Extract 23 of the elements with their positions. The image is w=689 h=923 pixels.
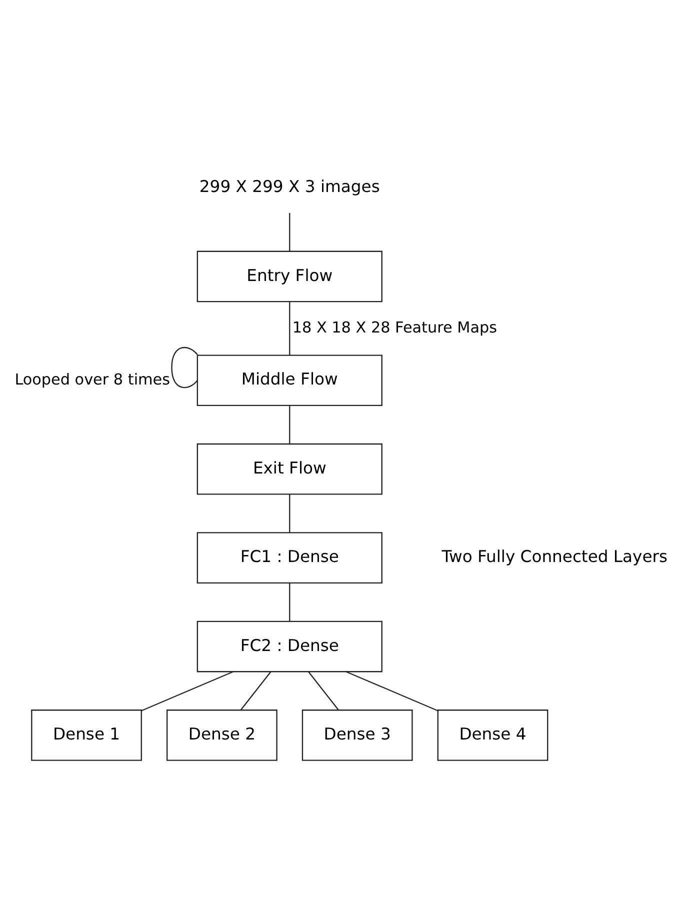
node-box: FC2 : Dense: [196, 620, 382, 672]
edge-label: Looped over 8 times: [14, 370, 170, 388]
edge-label: 18 X 18 X 28 Feature Maps: [292, 318, 498, 336]
connector: [289, 406, 290, 444]
connector: [171, 347, 198, 388]
connector: [141, 671, 234, 712]
node-box: Dense 1: [31, 710, 142, 761]
node-box: Dense 4: [437, 710, 548, 761]
connector: [289, 302, 290, 355]
node-box: FC1 : Dense: [196, 532, 382, 584]
connector: [289, 213, 290, 252]
connector: [289, 494, 290, 533]
node-box: Exit Flow: [196, 443, 382, 495]
connector: [346, 671, 438, 712]
node-box: Entry Flow: [196, 250, 382, 302]
node-box: Dense 2: [166, 710, 278, 761]
connector: [289, 583, 290, 622]
node-box: Middle Flow: [196, 354, 382, 406]
node-text: 299 X 299 X 3 images: [199, 177, 380, 196]
node-box: Dense 3: [302, 710, 413, 761]
connector: [240, 671, 272, 710]
connector: [308, 671, 340, 710]
label: Two Fully Connected Layers: [442, 547, 668, 566]
